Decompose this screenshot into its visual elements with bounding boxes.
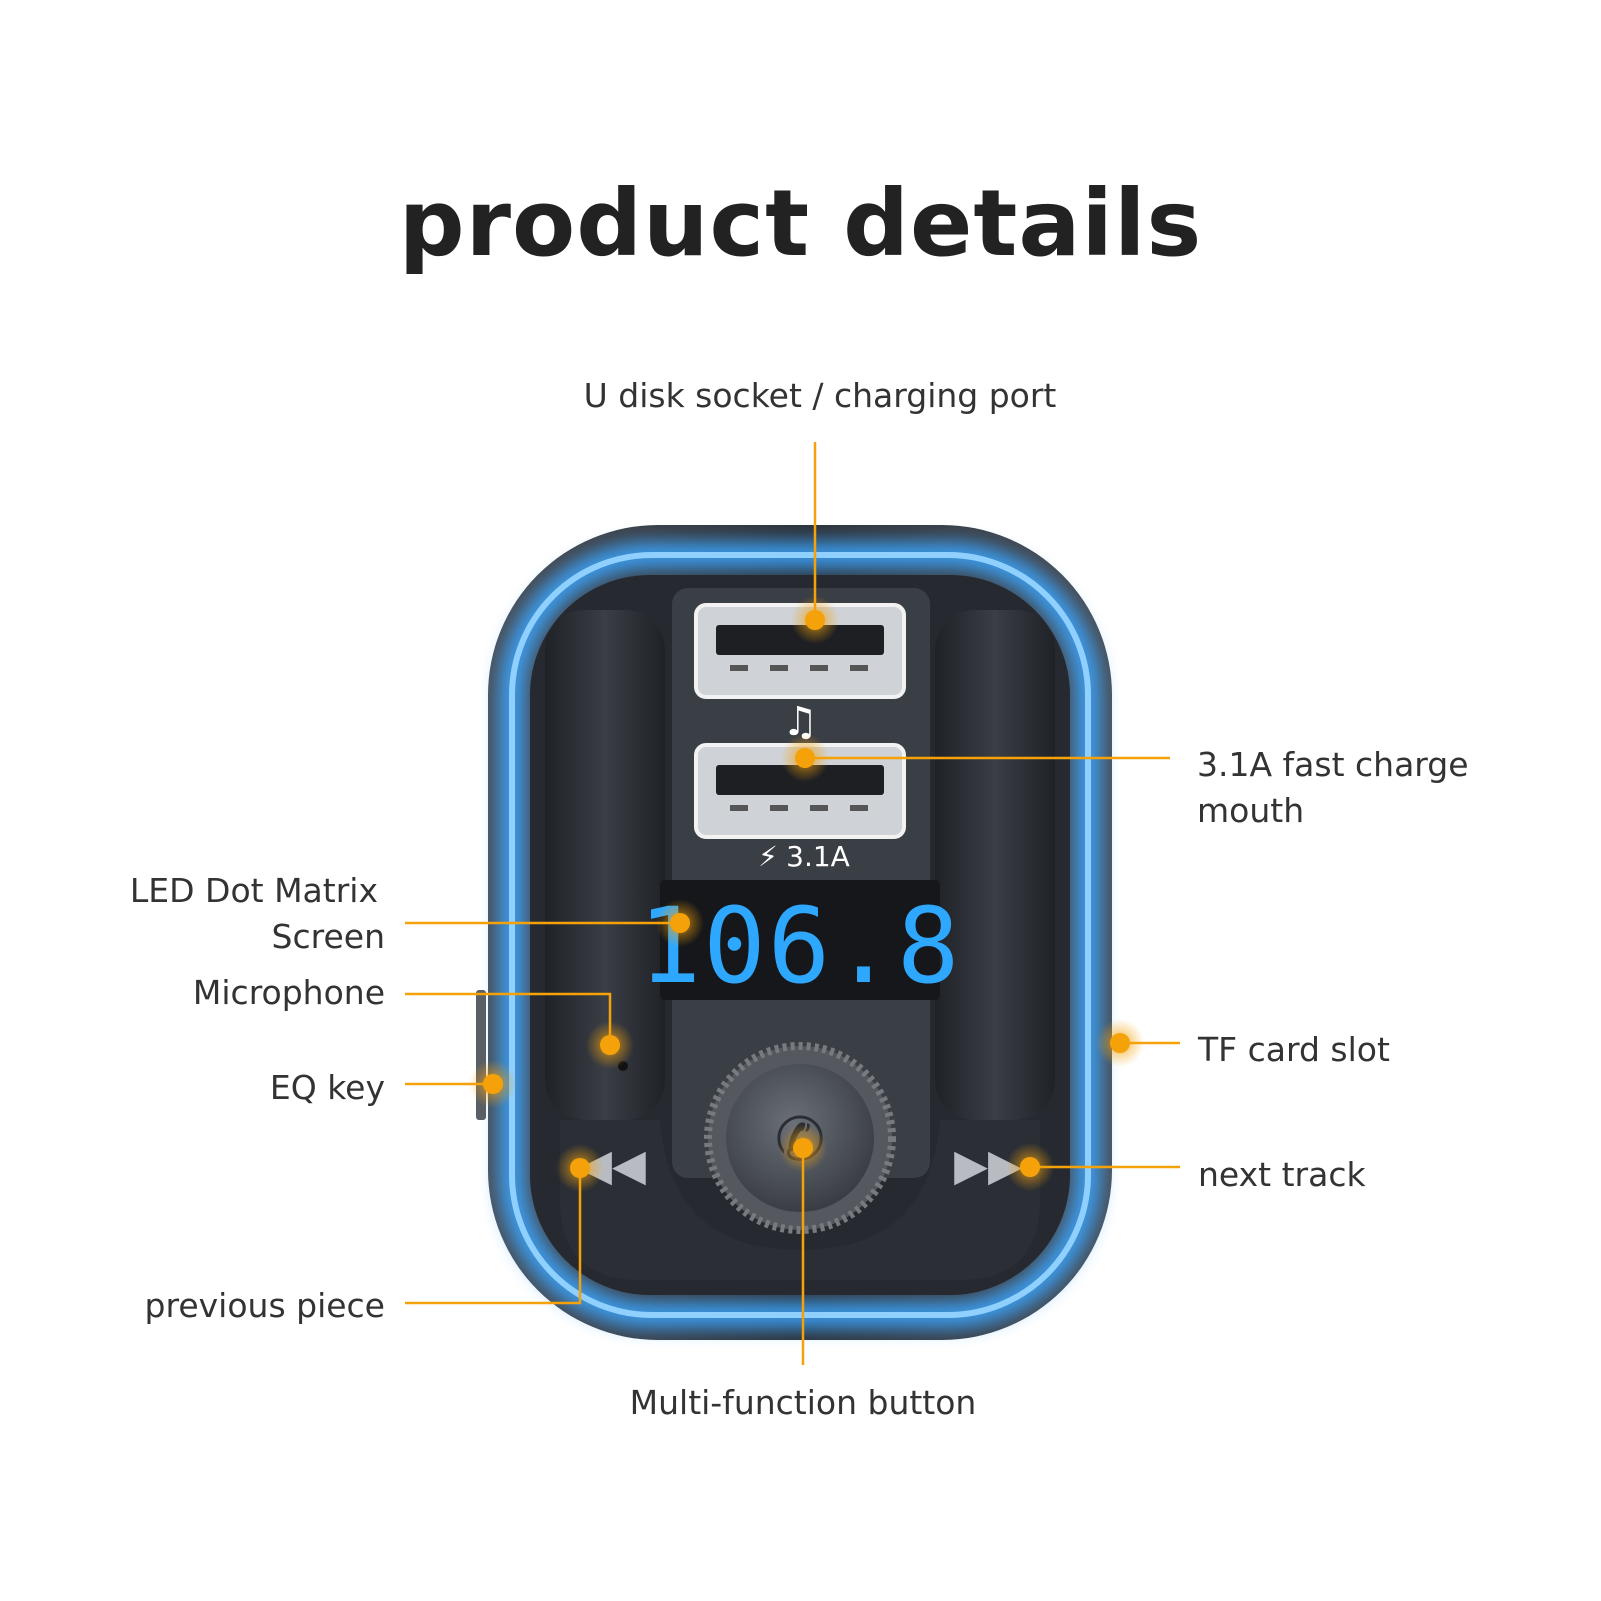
label-led-line2: Screen <box>271 917 385 956</box>
label-tf-card-slot: TF card slot <box>1198 1030 1390 1069</box>
label-microphone: Microphone <box>192 973 385 1012</box>
right-pillar <box>935 610 1055 1120</box>
usb-port-top <box>694 603 906 699</box>
label-previous-piece: previous piece <box>144 1286 385 1325</box>
label-led-line1: LED Dot Matrix <box>129 871 378 910</box>
label-next-track: next track <box>1198 1155 1366 1194</box>
control-track <box>560 1120 1040 1280</box>
label-multi-function-button: Multi-function button <box>629 1383 977 1422</box>
callout-dots <box>469 596 1144 1192</box>
label-fast-charge-line1: 3.1A fast charge <box>1197 745 1469 784</box>
label-fast-charge-line2: mouth <box>1197 791 1305 830</box>
left-pillar <box>545 610 665 1120</box>
page-title: product details <box>398 170 1203 277</box>
led-screen <box>660 880 940 1000</box>
bolt-icon: ⚡ <box>758 840 778 873</box>
label-u-disk-socket: U disk socket / charging port <box>583 376 1057 415</box>
usb-marking: 3.1A <box>786 840 850 873</box>
label-eq-key: EQ key <box>269 1068 385 1107</box>
